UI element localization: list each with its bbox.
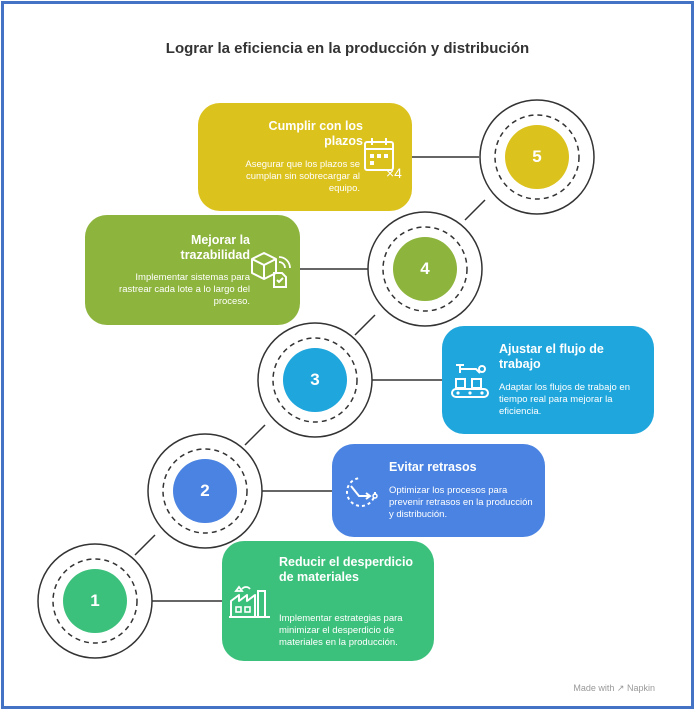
factory-icon bbox=[229, 585, 270, 618]
diagram-title: Lograr la eficiencia en la producción y … bbox=[165, 40, 530, 57]
step-card-4: Mejorar la trazabilidad Implementar sist… bbox=[85, 215, 300, 325]
connector-3-4 bbox=[354, 314, 376, 336]
step-card-3: Ajustar el flujo de trabajo Adaptar los … bbox=[442, 326, 654, 434]
napkin-brand-text: Napkin bbox=[626, 683, 655, 693]
connector-4-5 bbox=[464, 199, 486, 221]
connector-1-2 bbox=[134, 534, 156, 556]
svg-text:×4: ×4 bbox=[386, 165, 402, 180]
step-title-4: Mejorar la trazabilidad bbox=[180, 233, 250, 262]
napkin-logo-icon: ↗ bbox=[616, 683, 625, 693]
step-title-5: Cumplir con los plazos bbox=[268, 119, 363, 148]
step-title-3: Ajustar el flujo de trabajo bbox=[499, 342, 604, 371]
step-description-3: Adaptar los flujos de trabajo en tiempo … bbox=[499, 382, 630, 417]
step-number-3: 3 bbox=[310, 370, 320, 389]
step-card-1: Reducir el desperdicio de materiales Imp… bbox=[222, 541, 434, 661]
step-circle-3 bbox=[257, 322, 373, 438]
calendar-multiply-icon: ×4 bbox=[364, 138, 402, 180]
step-number-4: 4 bbox=[420, 259, 430, 278]
step-card-2: Evitar retrasos Optimizar los procesos p… bbox=[332, 444, 545, 537]
step-circle-1 bbox=[37, 543, 153, 659]
step-circle-5 bbox=[479, 99, 595, 215]
step-number-1: 1 bbox=[90, 591, 100, 610]
step-description-4: Implementar sistemas para rastrear cada … bbox=[119, 272, 250, 307]
step-circle-2 bbox=[147, 433, 263, 549]
step-title-1: Reducir el desperdicio de materiales bbox=[279, 555, 414, 584]
step-card-5: Cumplir con los plazos Asegurar que los … bbox=[198, 103, 412, 211]
made-with-napkin: Made with ↗ Napkin bbox=[573, 683, 655, 694]
step-description-1: Implementar estrategias para minimizar e… bbox=[279, 613, 403, 648]
step-title-2: Evitar retrasos bbox=[389, 460, 477, 474]
step-description-5: Asegurar que los plazos se cumplan sin s… bbox=[245, 159, 360, 194]
tracked-box-icon bbox=[251, 252, 291, 288]
robotic-conveyor-icon bbox=[451, 364, 489, 398]
step-number-2: 2 bbox=[200, 481, 210, 500]
step-description-2: Optimizar los procesos para prevenir ret… bbox=[389, 485, 533, 520]
step-circle-4 bbox=[367, 211, 483, 327]
timer-arrow-icon bbox=[346, 477, 378, 507]
connector-2-3 bbox=[244, 424, 266, 446]
made-with-text: Made with bbox=[573, 683, 615, 693]
step-number-5: 5 bbox=[532, 147, 542, 166]
